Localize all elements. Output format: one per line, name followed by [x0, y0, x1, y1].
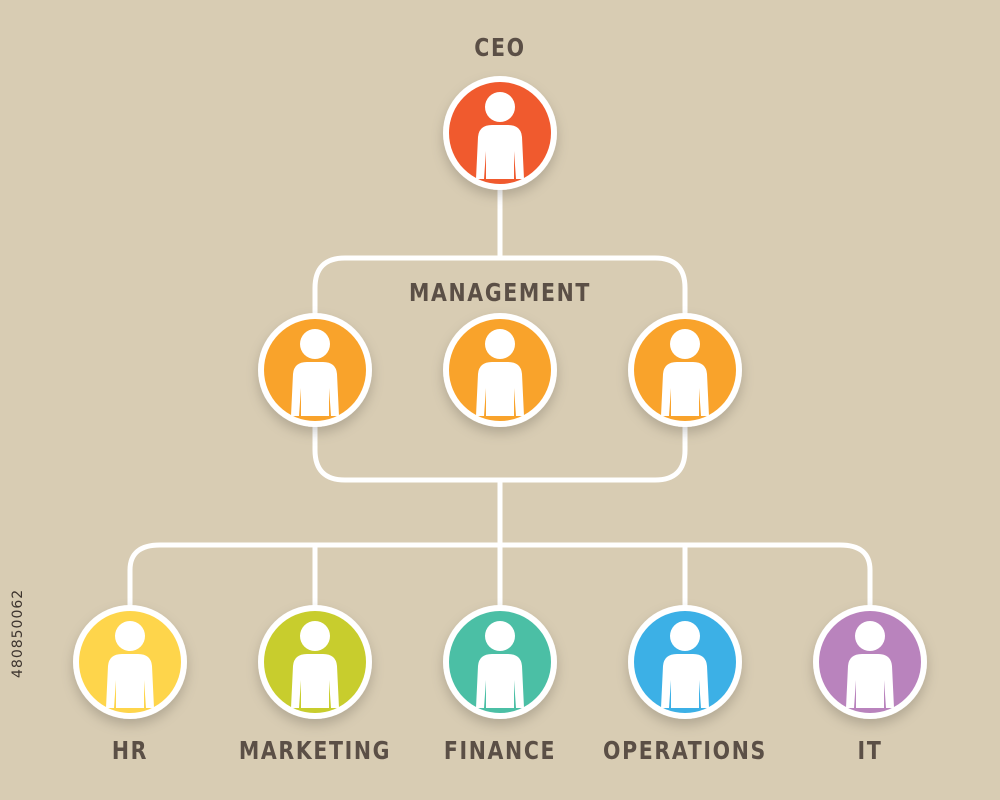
department-node-operations: [628, 605, 742, 719]
it-label: IT: [857, 736, 883, 765]
management-node: [258, 313, 372, 427]
finance-label: FINANCE: [443, 736, 557, 765]
department-node-it: [813, 605, 927, 719]
department-node-hr: [73, 605, 187, 719]
department-node-finance: [443, 605, 557, 719]
management-node: [443, 313, 557, 427]
management-node: [628, 313, 742, 427]
connector-lines: [127, 187, 873, 613]
operations-label: OPERATIONS: [603, 736, 767, 765]
side-id-text: 480850062: [10, 588, 26, 678]
management-label: MANAGEMENT: [408, 278, 592, 307]
hr-label: HR: [111, 736, 149, 765]
marketing-label: MARKETING: [238, 736, 392, 765]
ceo-node: [443, 76, 557, 190]
ceo-label: CEO: [474, 33, 526, 62]
department-node-marketing: [258, 605, 372, 719]
department-rail: [127, 542, 873, 611]
management-frame: [312, 255, 688, 483]
